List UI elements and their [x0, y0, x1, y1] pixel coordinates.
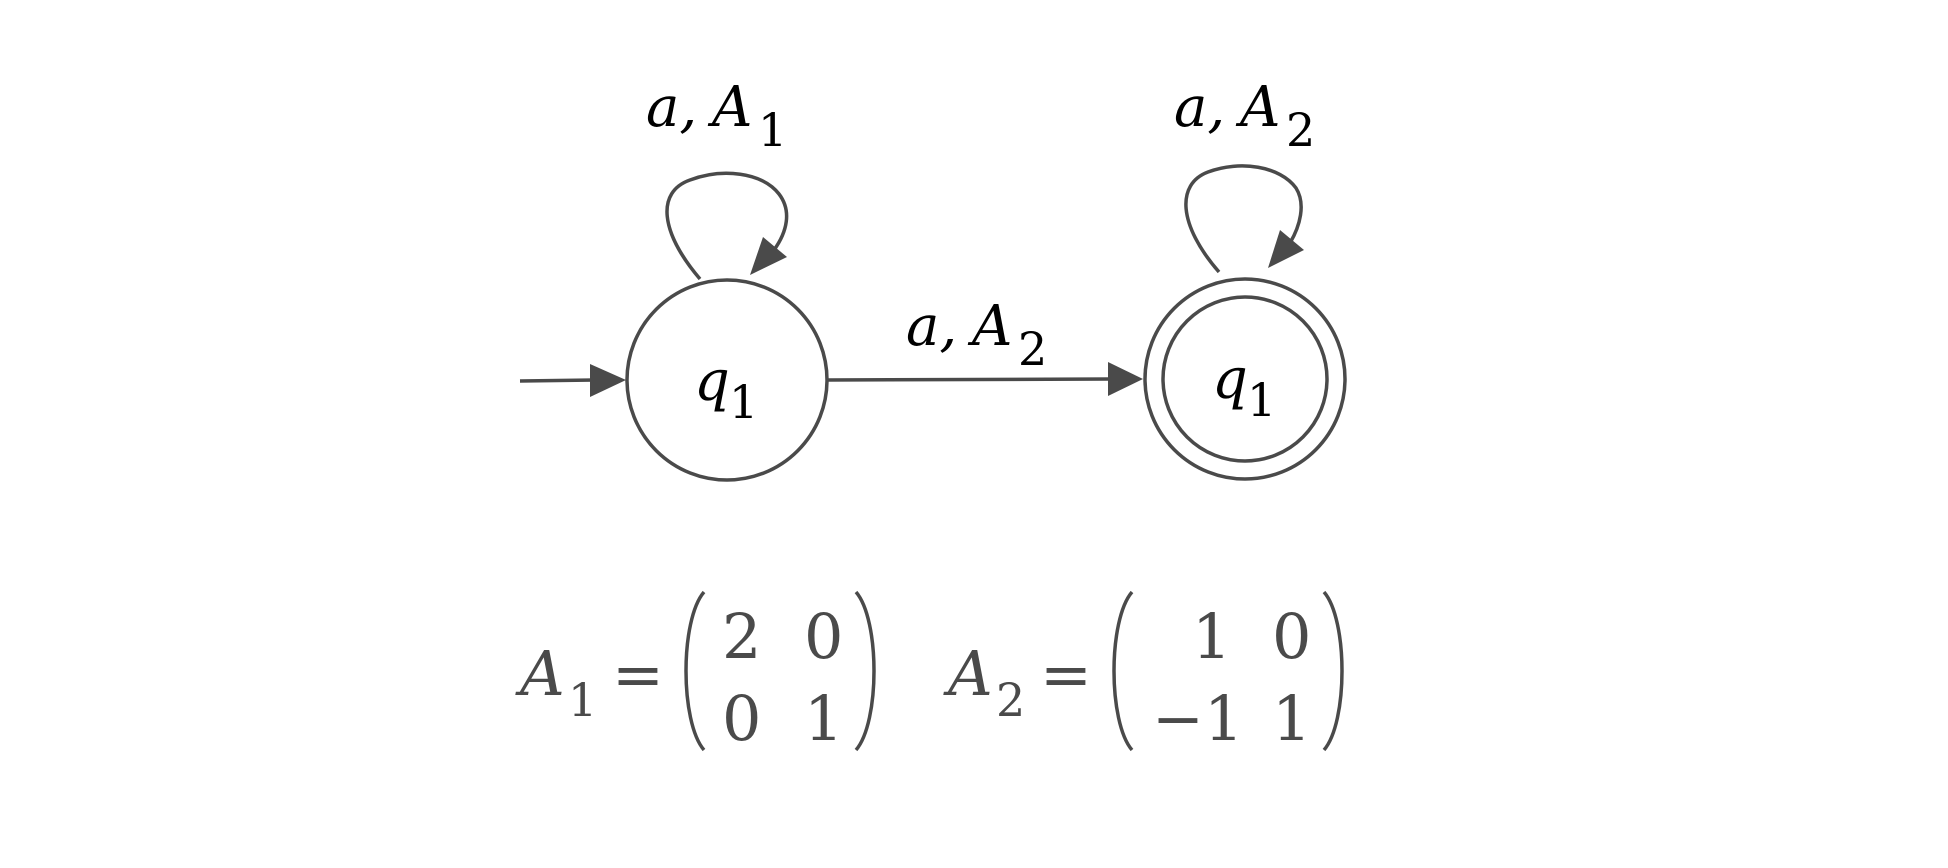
- transition-symbol: a,: [1174, 75, 1225, 140]
- transition-symbol: a,: [646, 75, 697, 140]
- matrix-cell: 0: [1272, 600, 1311, 673]
- left-paren: [1112, 590, 1134, 752]
- matrix-cell: 0: [722, 682, 761, 755]
- matrix-name: A: [943, 637, 993, 710]
- matrix-cell: 1: [1192, 600, 1231, 673]
- matrix-name-sub: 2: [996, 673, 1025, 727]
- matrix-a2-definition: A 2 = 1 0 −1 1: [943, 590, 1344, 755]
- state-label: q: [1212, 347, 1248, 412]
- state-label-sub: 1: [1247, 373, 1276, 427]
- state-q1-accepting[interactable]: q 1: [1143, 277, 1347, 481]
- matrix-a1-definition: A 1 = 2 0 0 1: [515, 590, 876, 755]
- transition-matrix-sub: 1: [758, 103, 787, 157]
- state-q1-start[interactable]: q 1: [625, 278, 829, 482]
- matrix-cell: 2: [722, 600, 761, 673]
- self-loop-label-q1-start: a, A 1: [646, 75, 787, 157]
- transition-matrix: A: [1235, 75, 1280, 140]
- state-circle: [625, 278, 829, 482]
- transition-matrix-sub: 2: [1286, 103, 1315, 157]
- self-loop-q1-start: [665, 171, 789, 281]
- self-loop-q1-accepting: [1184, 164, 1304, 274]
- transition-edge-q1-to-q1-accept: [827, 362, 1143, 396]
- state-label: q: [694, 349, 730, 414]
- matrix-name: A: [515, 637, 565, 710]
- initial-arrow: [519, 364, 626, 397]
- right-paren: [854, 590, 876, 752]
- matrix-cell: 1: [804, 682, 843, 755]
- matrix-name-sub: 1: [568, 673, 597, 727]
- equals-sign: =: [1040, 638, 1092, 711]
- transition-label-q1-to-q1-accept: a, A 2: [906, 294, 1047, 376]
- self-loop-label-q1-accepting: a, A 2: [1174, 75, 1315, 157]
- transition-matrix: A: [707, 75, 752, 140]
- matrix-cell: 0: [804, 600, 843, 673]
- state-label-sub: 1: [729, 375, 758, 429]
- equals-sign: =: [612, 638, 664, 711]
- transition-matrix-sub: 2: [1018, 322, 1047, 376]
- transition-matrix: A: [967, 294, 1012, 359]
- right-paren: [1322, 590, 1344, 752]
- transition-symbol: a,: [906, 294, 957, 359]
- state-inner-circle: [1161, 295, 1329, 463]
- matrix-cell: −1: [1152, 682, 1243, 755]
- left-paren: [684, 590, 706, 752]
- matrix-cell: 1: [1272, 682, 1311, 755]
